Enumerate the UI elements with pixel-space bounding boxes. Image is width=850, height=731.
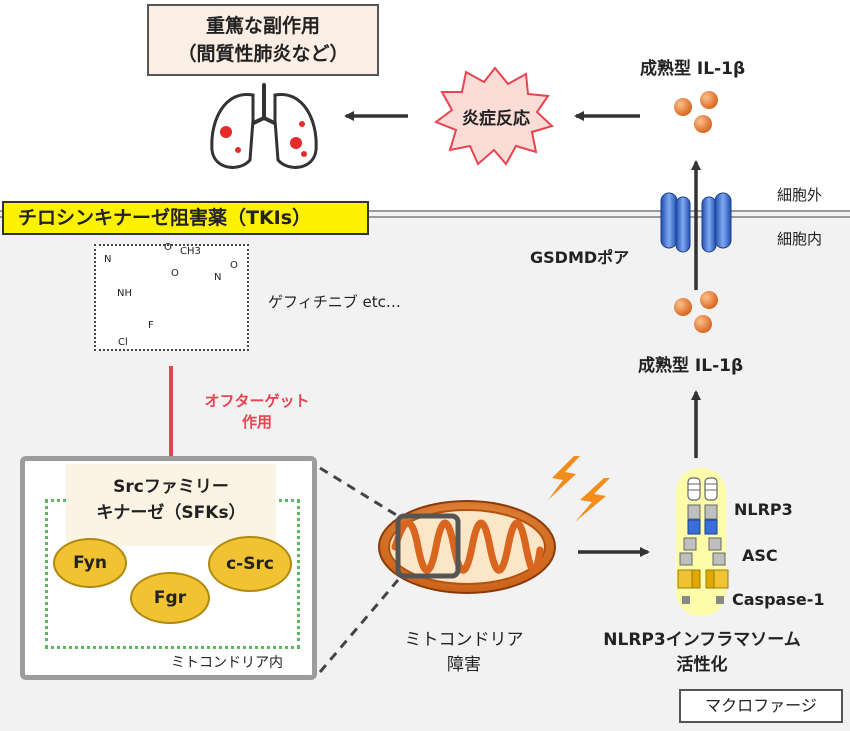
- chem-ring-n: N: [104, 254, 112, 265]
- fgr-kinase: Fgr: [130, 572, 210, 624]
- csrc-kinase: c-Src: [208, 536, 292, 592]
- nlrp3-inflammasome-icon: [676, 468, 729, 616]
- zoom-line-top: [319, 466, 399, 518]
- intracellular-label: 細胞内: [777, 230, 823, 248]
- mito-inside-label: ミトコンドリア内: [171, 655, 283, 671]
- chem-morpholine-o: O: [230, 260, 238, 271]
- mature-il1b-bottom-label: 成熟型 IL-1β: [638, 356, 744, 376]
- cell-membrane-outer: [0, 210, 850, 212]
- sfk-title-line2: キナーゼ（SFKs）: [96, 503, 246, 523]
- il1b-cluster-top-icon: [674, 91, 718, 133]
- off-target-line1: オフターゲット: [204, 392, 310, 410]
- damage-lightning-icon: [548, 456, 610, 522]
- nlrp3-label: NLRP3: [734, 500, 793, 519]
- side-effects-subtitle: （間質性肺炎など）: [177, 43, 349, 65]
- chem-chloro: Cl: [118, 337, 128, 348]
- mito-damage-label: ミトコンドリア 障害: [389, 625, 539, 675]
- caspase1-label: Caspase-1: [732, 590, 825, 609]
- tki-banner: チロシンキナーゼ阻害薬（TKIs）: [2, 201, 369, 235]
- side-effects-title: 重篤な副作用: [205, 15, 320, 37]
- chem-methoxy-o: O: [164, 242, 172, 253]
- sfk-header: Srcファミリー キナーゼ（SFKs）: [66, 464, 276, 546]
- zoom-line-bottom: [318, 579, 400, 673]
- sfk-title-line1: Srcファミリー: [113, 477, 229, 497]
- chem-morpholine-n: N: [214, 272, 222, 283]
- mito-damage-line2: 障害: [447, 655, 481, 675]
- gsdmd-pore-label: GSDMDポア: [530, 248, 630, 267]
- lungs-icon: [210, 83, 318, 169]
- mature-il1b-top-label: 成熟型 IL-1β: [640, 59, 746, 79]
- inflammasome-line1: NLRP3インフラマソーム: [603, 630, 801, 650]
- cell-membrane-inner: [0, 216, 850, 218]
- inflammasome-line2: 活性化: [676, 655, 728, 675]
- inflammasome-activation-label: NLRP3インフラマソーム 活性化: [572, 625, 832, 675]
- mitochondrion-icon: [378, 500, 556, 594]
- gsdmd-pore-icon: [660, 192, 732, 255]
- macrophage-label: マクロファージ: [679, 689, 843, 723]
- inflammation-burst-icon: [433, 66, 554, 166]
- gefitinib-label: ゲフィチニブ etc…: [268, 293, 401, 311]
- mito-damage-line1: ミトコンドリア: [404, 630, 524, 650]
- chem-methyl: CH3: [180, 246, 201, 257]
- chem-amine: NH: [117, 288, 132, 299]
- extracellular-label: 細胞外: [777, 186, 823, 204]
- off-target-line2: 作用: [241, 413, 272, 431]
- fyn-kinase: Fyn: [53, 538, 127, 588]
- il1b-cluster-bottom-icon: [674, 291, 718, 333]
- chem-fluoro: F: [148, 320, 154, 331]
- chem-ether-o: O: [171, 268, 179, 279]
- off-target-label: オフターゲット 作用: [190, 390, 324, 432]
- inflammation-label: 炎症反応: [462, 109, 530, 129]
- side-effects-box: 重篤な副作用 （間質性肺炎など）: [147, 4, 379, 76]
- gefitinib-structure-box: [94, 244, 249, 351]
- asc-label: ASC: [742, 546, 778, 565]
